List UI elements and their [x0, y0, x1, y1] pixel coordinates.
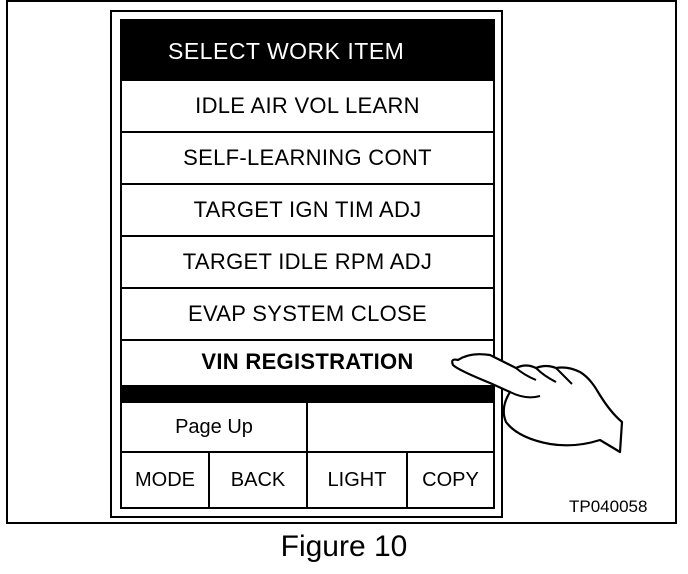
menu-item-self-learning-cont[interactable]: SELF-LEARNING CONT [122, 133, 493, 185]
screen-title: SELECT WORK ITEM [122, 21, 493, 81]
copy-button[interactable]: COPY [422, 468, 479, 491]
figure-code: TP040058 [569, 497, 648, 516]
mode-button[interactable]: MODE [122, 453, 210, 507]
menu-item-target-ign-tim-adj[interactable]: TARGET IGN TIM ADJ [122, 185, 493, 237]
page-up-button[interactable]: Page Up [122, 403, 308, 453]
menu-item-idle-air-vol-learn[interactable]: IDLE AIR VOL LEARN [122, 81, 493, 133]
figure-caption: Figure 10 [280, 530, 408, 563]
blank-soft-key[interactable] [308, 403, 493, 453]
pointing-hand-icon [451, 353, 624, 454]
light-button[interactable]: LIGHT [308, 453, 408, 507]
figure-frame [6, 0, 677, 524]
menu-item-target-idle-rpm-adj[interactable]: TARGET IDLE RPM ADJ [122, 237, 493, 289]
menu-item-evap-system-close[interactable]: EVAP SYSTEM CLOSE [122, 289, 493, 341]
menu-item-vin-registration[interactable]: VIN REGISTRATION [201, 349, 414, 374]
scan-tool-screen: SELECT WORK ITEM IDLE AIR VOL LEARN SELF… [120, 19, 495, 509]
screen-divider-bar [122, 385, 493, 403]
back-button[interactable]: BACK [210, 453, 308, 507]
